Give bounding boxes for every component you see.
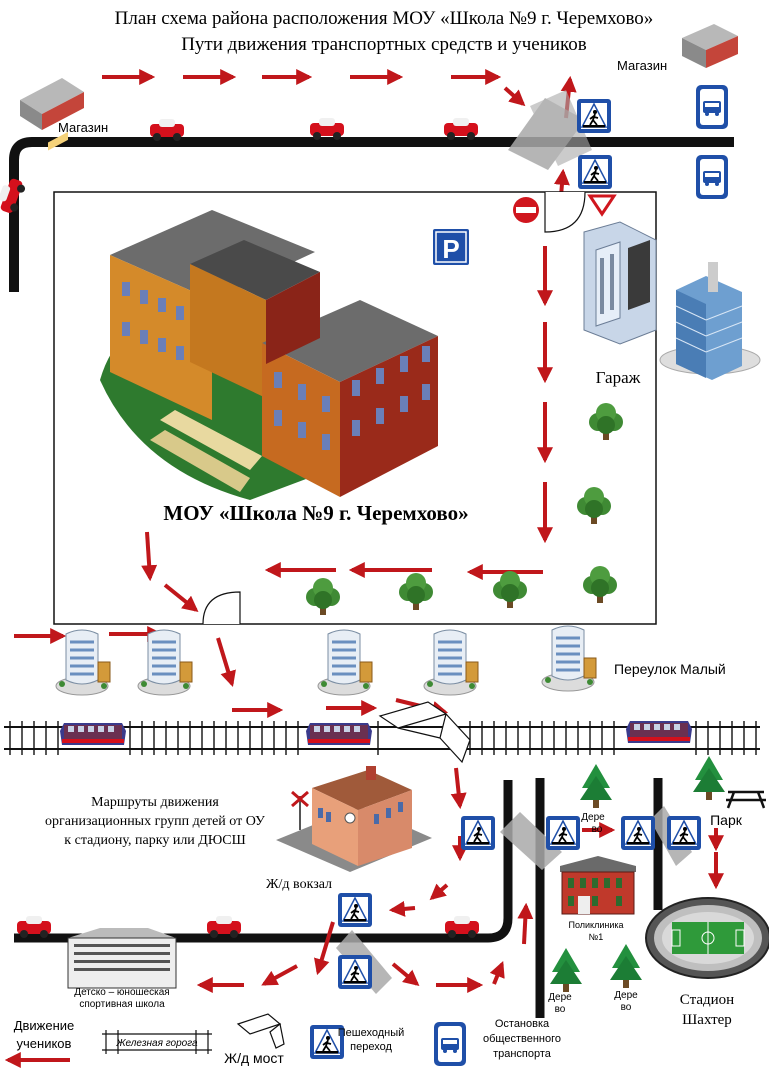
svg-text:P: P [442, 234, 459, 264]
apartment-building-icon [540, 624, 598, 693]
office-tower-icon [659, 262, 761, 380]
garage-label: Гараж [596, 368, 641, 387]
routes-note-line2: организационных групп детей от ОУ [45, 814, 265, 829]
vehicle-route-arrows-top [102, 69, 577, 197]
tree-label-a-1: Дере [581, 812, 605, 823]
car-icon [0, 175, 28, 216]
train-wagon-icon [626, 721, 692, 743]
clinic-label-1: Поликлиника [568, 920, 623, 930]
clinic-building-icon [560, 856, 636, 915]
school-yard-boundary [53, 191, 657, 625]
sports-school-building-icon [67, 928, 177, 989]
crosswalk-sign-icon [337, 892, 373, 928]
clinic-label-2: №1 [589, 932, 604, 942]
railway-station-label: Ж/д вокзал [266, 877, 332, 892]
legend-bus-stop-line3: транспорта [493, 1048, 552, 1060]
legend-bus-stop-line2: общественного [483, 1033, 561, 1045]
legend-students-line1: Движение [14, 1018, 75, 1033]
apartment-building-icon [422, 628, 480, 697]
routes-note-line1: Маршруты движения [91, 795, 219, 810]
shop-left-label: Магазин [58, 120, 108, 135]
tree-icon [399, 573, 433, 610]
map-subtitle: Пути движения транспортных средств и уче… [181, 34, 587, 55]
garage-icon [583, 221, 657, 345]
bus-stop-sign-icon [696, 85, 728, 129]
parking-sign-icon: P [433, 229, 469, 265]
vehicle-route-arrows-yard [141, 246, 553, 613]
tree-label-c-2: во [621, 1002, 632, 1013]
map-title: План схема района расположения МОУ «Школ… [115, 8, 654, 29]
train-wagon-icon [306, 723, 372, 745]
stadium-label-1: Стадион [680, 992, 734, 1008]
student-route-arrows-bottom [196, 822, 724, 993]
bus-stop-sign-icon [696, 155, 728, 199]
legend-railway-label: Железная горога [115, 1038, 198, 1049]
tree-label-c-1: Дере [614, 990, 638, 1001]
crosswalk-sign-icon [620, 815, 656, 851]
tree-icon [583, 566, 617, 603]
park-label: Парк [710, 812, 743, 828]
legend-crosswalk-line1: Пешеходный [338, 1027, 405, 1039]
train-wagon-icon [60, 723, 126, 745]
yield-sign-icon [587, 194, 617, 217]
park-bench-icon [726, 790, 766, 809]
sports-school-label-2: спортивная школа [79, 999, 165, 1010]
routes-note-line3: к стадиону, парку или ДЮСШ [64, 833, 245, 848]
tree-icon [306, 578, 340, 615]
student-route-arrows-lane [14, 626, 468, 862]
rail-bridge-icon [378, 701, 471, 764]
legend-railway-symbol [102, 1030, 212, 1054]
shop-left-icon [20, 78, 84, 151]
crosswalk-sign-icon [576, 98, 612, 134]
tree-icon [577, 487, 611, 524]
tree-label-b-2: во [555, 1004, 566, 1015]
tree-label-b-1: Дере [548, 992, 572, 1003]
crosswalk-sign-icon [337, 954, 373, 990]
shop-right-label: Магазин [617, 58, 667, 73]
legend-bus-stop-sign-icon [434, 1022, 466, 1066]
crosswalk-sign-icon [545, 815, 581, 851]
tree-icon [589, 403, 623, 440]
legend-rail-bridge-symbol [236, 1013, 285, 1049]
school-name-label: МОУ «Школа №9 г. Черемхово» [163, 501, 468, 525]
railway-tracks [4, 721, 760, 755]
stadium-label-2: Шахтер [682, 1012, 732, 1028]
crosswalk-sign-icon [666, 815, 702, 851]
fir-tree-icon [550, 948, 582, 992]
bottom-road [14, 780, 513, 943]
crosswalk-sign-icon [577, 154, 613, 190]
car-icon [444, 118, 478, 140]
tree-icon [493, 571, 527, 608]
shop-right-icon [682, 24, 738, 68]
legend-students-line2: учеников [17, 1036, 72, 1051]
apartment-building-icon [136, 628, 194, 697]
legend-rail-bridge-label: Ж/д мост [224, 1050, 284, 1066]
gate-bottom [202, 591, 241, 625]
crosswalk-top [508, 90, 592, 170]
railway-station-icon [276, 766, 432, 872]
fir-tree-icon [580, 764, 612, 808]
fir-tree-icon [693, 756, 725, 800]
apartment-building-icon [54, 628, 112, 697]
no-entry-sign-icon [513, 197, 539, 223]
stadium-icon [645, 897, 769, 979]
car-icon [310, 118, 344, 140]
apartment-building-icon [316, 628, 374, 697]
sports-school-label-1: Детско – юношеская [74, 987, 169, 998]
legend-bus-stop-line1: Остановка [495, 1018, 550, 1030]
top-road [9, 137, 734, 292]
lane-label: Переулок Малый [614, 661, 726, 677]
tree-label-a-2: во [592, 824, 603, 835]
gate-top [544, 191, 586, 233]
school-building-icon [100, 210, 438, 500]
legend-crosswalk-line2: переход [350, 1041, 392, 1053]
crosswalk-sign-icon [460, 815, 496, 851]
fir-tree-icon [610, 944, 642, 988]
